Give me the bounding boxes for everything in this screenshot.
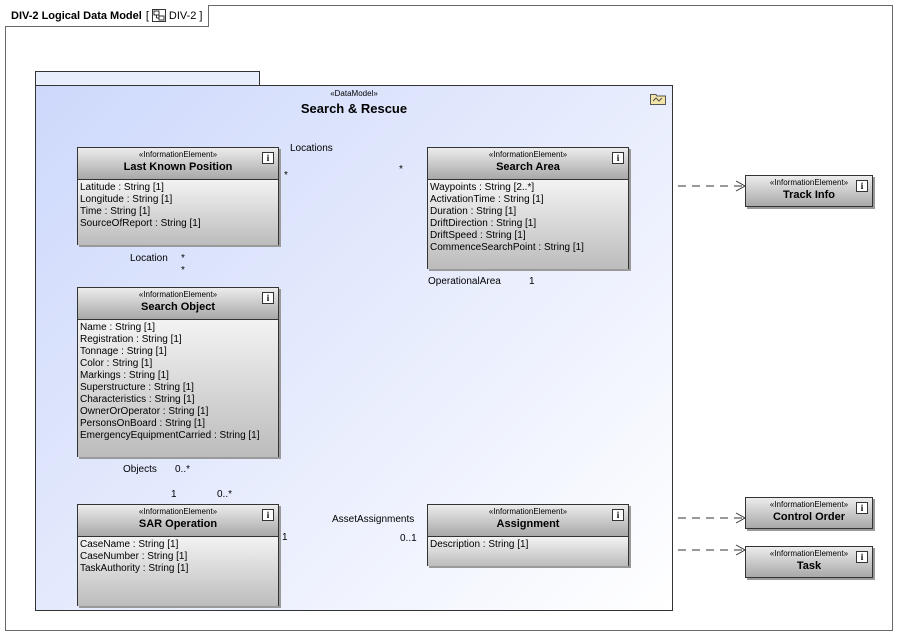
attribute-compartment: Description : String [1] bbox=[428, 537, 628, 566]
class-track-info[interactable]: «InformationElement» Track Info i bbox=[745, 175, 873, 207]
class-name: SAR Operation bbox=[138, 518, 218, 530]
class-search-object[interactable]: «InformationElement» Search Object i Nam… bbox=[77, 287, 279, 457]
attribute: CaseNumber : String [1] bbox=[80, 551, 188, 562]
class-search-area[interactable]: «InformationElement» Search Area i Waypo… bbox=[427, 147, 629, 269]
attribute: Superstructure : String [1] bbox=[80, 382, 194, 393]
class-name: Search Object bbox=[141, 301, 215, 313]
info-icon: i bbox=[856, 180, 868, 192]
attribute: TaskAuthority : String [1] bbox=[80, 563, 189, 574]
location-multiplicity-top: * bbox=[181, 253, 185, 264]
ref-bracket-close: ] bbox=[199, 9, 203, 22]
info-icon: i bbox=[612, 152, 624, 164]
diagram-title: DIV-2 Logical Data Model bbox=[11, 9, 142, 22]
asset-assignments-multiplicity-sar: 1 bbox=[282, 532, 288, 543]
package-folder-icon bbox=[650, 94, 666, 105]
info-icon: i bbox=[612, 509, 624, 521]
class-name: Assignment bbox=[496, 518, 560, 530]
class-name: Control Order bbox=[772, 511, 846, 523]
info-icon: i bbox=[262, 509, 274, 521]
class-stereotype: «InformationElement» bbox=[138, 290, 218, 299]
diagram-icon bbox=[151, 9, 166, 22]
class-header: «InformationElement» Track Info i bbox=[746, 176, 872, 206]
attribute: OwnerOrOperator : String [1] bbox=[80, 406, 209, 417]
class-stereotype: «InformationElement» bbox=[488, 150, 568, 159]
class-stereotype: «InformationElement» bbox=[138, 507, 218, 516]
package-name: Search & Rescue bbox=[300, 101, 408, 116]
attribute: EmergencyEquipmentCarried : String [1] bbox=[80, 430, 260, 441]
class-last-known-position[interactable]: «InformationElement» Last Known Position… bbox=[77, 147, 279, 245]
location-role-label: Location bbox=[130, 253, 168, 264]
operational-area-multiplicity-sar: 0..* bbox=[217, 489, 233, 500]
attribute: PersonsOnBoard : String [1] bbox=[80, 418, 206, 429]
class-header: «InformationElement» SAR Operation i bbox=[78, 505, 278, 537]
diagram-frame-tab[interactable]: DIV-2 Logical Data Model [ DIV-2 ] bbox=[5, 5, 210, 27]
class-header: «InformationElement» Search Area i bbox=[428, 148, 628, 180]
class-task[interactable]: «InformationElement» Task i bbox=[745, 546, 873, 578]
location-multiplicity-bottom: * bbox=[181, 265, 185, 276]
attribute: DriftSpeed : String [1] bbox=[430, 230, 526, 241]
ref-bracket-open: [ bbox=[145, 9, 149, 22]
package-tab bbox=[35, 71, 260, 86]
info-icon: i bbox=[262, 292, 274, 304]
attribute: CommenceSearchPoint : String [1] bbox=[430, 242, 584, 253]
class-stereotype: «InformationElement» bbox=[769, 549, 849, 558]
attribute: Registration : String [1] bbox=[80, 334, 182, 345]
info-icon: i bbox=[856, 551, 868, 563]
class-header: «InformationElement» Last Known Position… bbox=[78, 148, 278, 180]
attribute: Name : String [1] bbox=[80, 322, 156, 333]
attribute: DriftDirection : String [1] bbox=[430, 218, 537, 229]
operational-area-role-label: OperationalArea bbox=[428, 276, 501, 287]
attribute-compartment: Waypoints : String [2..*] ActivationTime… bbox=[428, 180, 628, 269]
attribute-compartment: Name : String [1] Registration : String … bbox=[78, 320, 278, 457]
ref-name: DIV-2 bbox=[168, 9, 197, 22]
info-icon: i bbox=[856, 502, 868, 514]
attribute: Markings : String [1] bbox=[80, 370, 169, 381]
class-header: «InformationElement» Search Object i bbox=[78, 288, 278, 320]
class-sar-operation[interactable]: «InformationElement» SAR Operation i Cas… bbox=[77, 504, 279, 606]
asset-assignments-role-label: AssetAssignments bbox=[332, 514, 415, 525]
attribute: CaseName : String [1] bbox=[80, 539, 179, 550]
class-stereotype: «InformationElement» bbox=[488, 507, 568, 516]
diagram-reference[interactable]: [ DIV-2 ] bbox=[145, 9, 203, 22]
attribute: Waypoints : String [2..*] bbox=[430, 182, 535, 193]
class-name: Track Info bbox=[783, 189, 835, 201]
class-header: «InformationElement» Assignment i bbox=[428, 505, 628, 537]
attribute: Latitude : String [1] bbox=[80, 182, 164, 193]
locations-multiplicity-lkp: * bbox=[284, 170, 288, 181]
package-stereotype: «DataModel» bbox=[330, 89, 378, 98]
locations-role-label: Locations bbox=[290, 143, 333, 154]
class-header: «InformationElement» Task i bbox=[746, 547, 872, 577]
diagram-frame bbox=[5, 5, 893, 631]
class-control-order[interactable]: «InformationElement» Control Order i bbox=[745, 497, 873, 529]
operational-area-multiplicity-sa: 1 bbox=[529, 276, 535, 287]
attribute: Time : String [1] bbox=[80, 206, 151, 217]
class-stereotype: «InformationElement» bbox=[138, 150, 218, 159]
class-name: Last Known Position bbox=[123, 161, 233, 173]
class-stereotype: «InformationElement» bbox=[769, 178, 849, 187]
class-name: Task bbox=[796, 560, 822, 572]
attribute: Color : String [1] bbox=[80, 358, 153, 369]
objects-multiplicity-sar: 1 bbox=[171, 489, 177, 500]
objects-role-label: Objects bbox=[123, 464, 157, 475]
asset-assignments-multiplicity-asg: 0..1 bbox=[400, 533, 417, 544]
class-name: Search Area bbox=[496, 161, 560, 173]
attribute: Duration : String [1] bbox=[430, 206, 517, 217]
info-icon: i bbox=[262, 152, 274, 164]
attribute: ActivationTime : String [1] bbox=[430, 194, 544, 205]
attribute: Tonnage : String [1] bbox=[80, 346, 167, 357]
locations-multiplicity-sa: * bbox=[399, 164, 403, 175]
attribute-compartment: CaseName : String [1] CaseNumber : Strin… bbox=[78, 537, 278, 606]
attribute: Description : String [1] bbox=[430, 539, 529, 550]
attribute: Longitude : String [1] bbox=[80, 194, 173, 205]
attribute-compartment: Latitude : String [1] Longitude : String… bbox=[78, 180, 278, 245]
objects-multiplicity-so: 0..* bbox=[175, 464, 191, 475]
attribute: SourceOfReport : String [1] bbox=[80, 218, 201, 229]
class-header: «InformationElement» Control Order i bbox=[746, 498, 872, 528]
attribute: Characteristics : String [1] bbox=[80, 394, 195, 405]
class-stereotype: «InformationElement» bbox=[769, 500, 849, 509]
class-assignment[interactable]: «InformationElement» Assignment i Descri… bbox=[427, 504, 629, 566]
